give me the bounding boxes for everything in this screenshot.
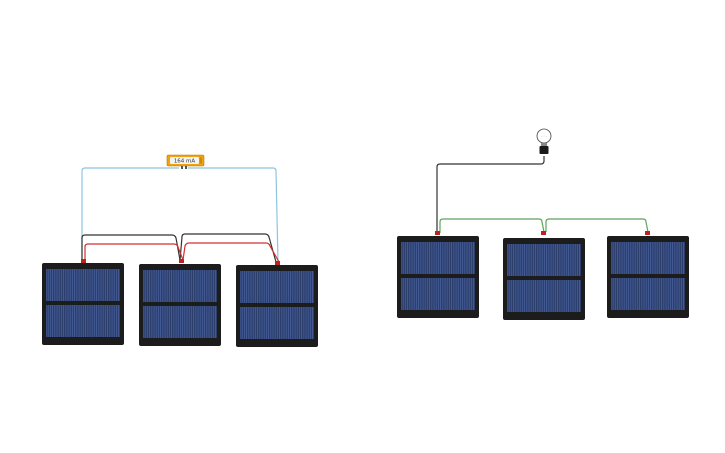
solar-panel[interactable] [236,265,318,347]
bulb-wire[interactable] [436,156,545,234]
red-wire-1[interactable] [84,243,184,261]
red-wire-2[interactable] [182,242,280,263]
solar-panel[interactable] [42,263,124,345]
solar-panel[interactable] [397,236,479,318]
light-bulb[interactable]: - - - [536,128,552,154]
ammeter-wire-left[interactable] [81,167,179,262]
left-circuit: 164 mA [42,154,318,347]
ammeter[interactable]: 164 mA [166,154,205,169]
solar-panel[interactable] [607,236,689,318]
ammeter-wire-right[interactable] [188,167,279,263]
bulb-label: - - - [541,134,548,139]
green-wire-2[interactable] [545,218,649,233]
left-terminals [81,259,280,265]
green-wire-1[interactable] [439,218,545,233]
ammeter-reading: 164 mA [174,159,196,165]
black-wire-1[interactable] [81,234,181,261]
right-circuit: - - - [397,128,689,320]
black-wire-2[interactable] [179,233,277,263]
right-terminals [435,231,650,235]
solar-panel[interactable] [503,238,585,320]
solar-panel[interactable] [139,264,221,346]
